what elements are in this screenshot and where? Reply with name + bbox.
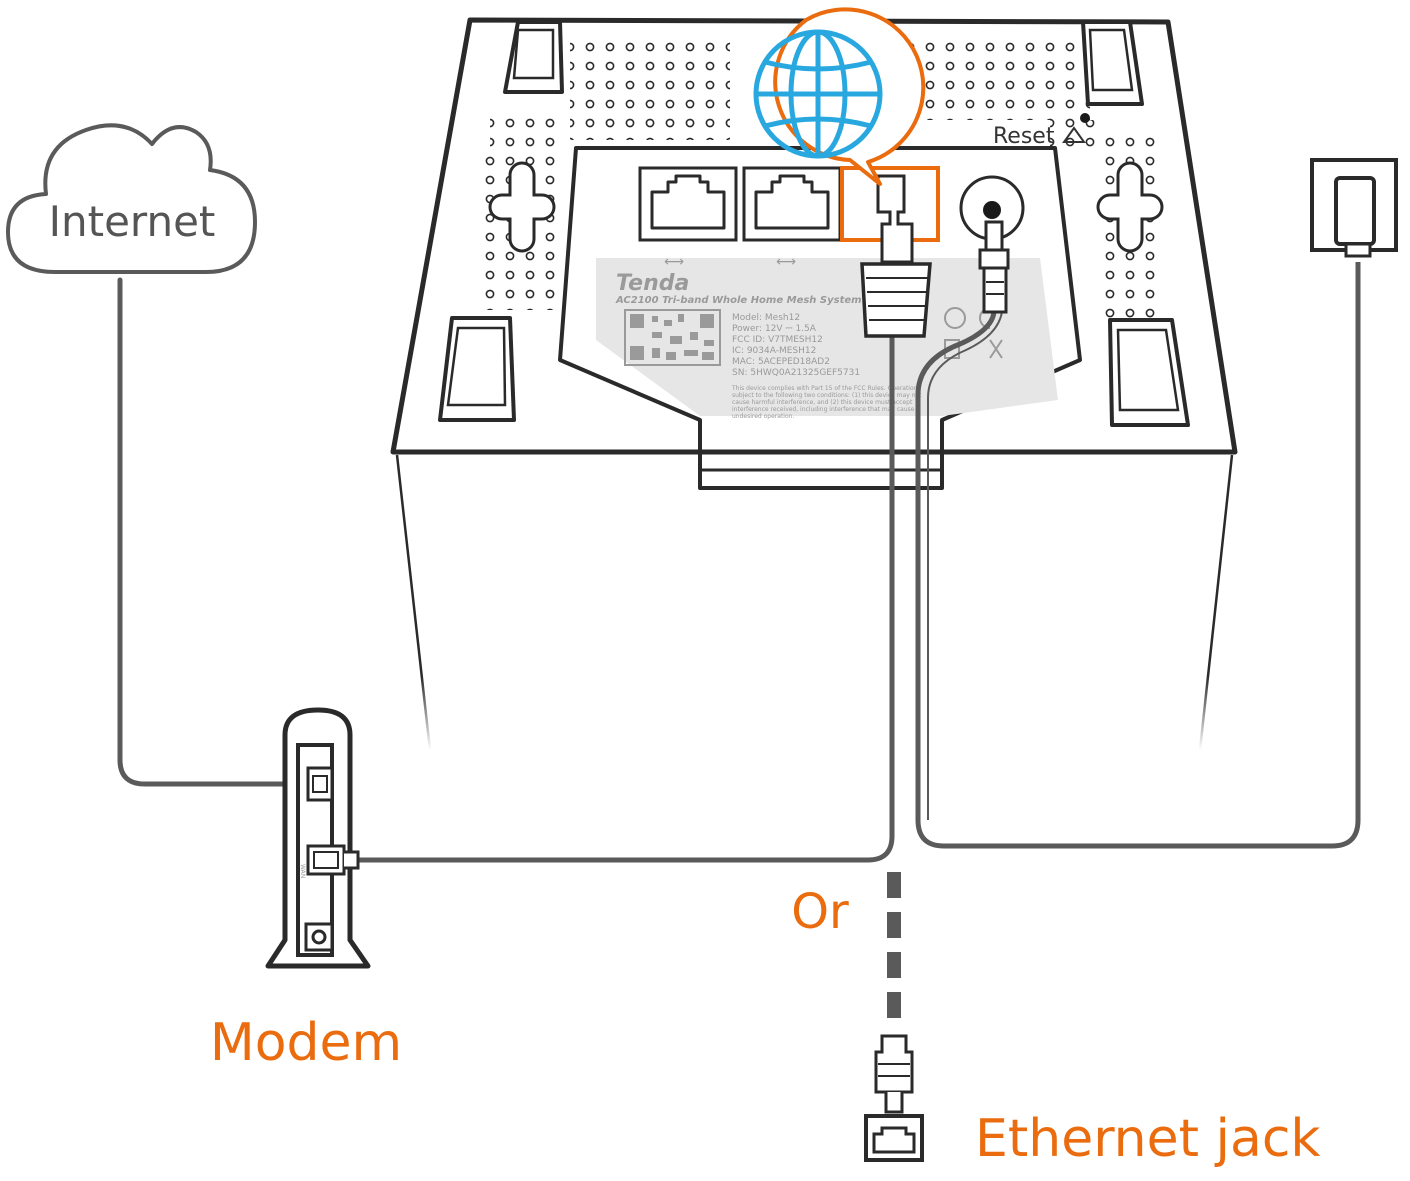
ethernet-jack-icon [864, 1034, 924, 1162]
reset-label: Reset [993, 124, 1055, 149]
label-fine-5: undesired operation. [732, 413, 794, 420]
svg-text:⟷: ⟷ [776, 254, 796, 270]
label-line-3: FCC ID: V7TMESH12 [732, 335, 823, 345]
globe-icon [753, 29, 883, 159]
label-fine-1: This device complies with Part 15 of the… [731, 385, 918, 392]
label-line-2: Power: 12V ⎓ 1.5A [732, 324, 817, 334]
ethernet-jack-label: Ethernet jack [975, 1109, 1321, 1169]
label-brand: Tenda [616, 271, 689, 296]
label-fine-2: subject to the following two conditions:… [732, 392, 922, 399]
router-right-edge [1198, 454, 1234, 751]
dc-plug [978, 220, 1010, 314]
cable-internet-to-modem [117, 277, 307, 787]
label-line-6: SN: 5HWQ0A21325GEF5731 [732, 368, 860, 378]
qr-code [624, 309, 721, 366]
cloud-icon [6, 123, 257, 274]
lan-port-1: ⟷ [638, 166, 738, 270]
label-fine-3: cause harmful interference, and (2) this… [732, 399, 913, 406]
svg-text:⟷: ⟷ [664, 254, 684, 270]
label-fine-4: interference received, including interfe… [732, 406, 915, 413]
power-adapter-icon [1310, 158, 1398, 258]
cables [117, 262, 1361, 1020]
product-label [596, 258, 1058, 416]
mount-slot-left [488, 161, 556, 253]
modem-icon: WAN [265, 707, 371, 969]
label-line-4: IC: 9034A-MESH12 [732, 346, 816, 356]
label-product: AC2100 Tri-band Whole Home Mesh System [615, 295, 862, 306]
svg-text:WAN: WAN [299, 864, 306, 878]
internet-cloud: Internet [6, 123, 257, 274]
reset-pinhole [1080, 113, 1090, 123]
or-label: Or [791, 884, 849, 940]
vent-holes [480, 40, 1160, 320]
cable-modem-to-router [358, 334, 895, 863]
mount-slot-right [1096, 161, 1164, 253]
cable-power [915, 262, 1361, 849]
internet-label: Internet [49, 197, 216, 246]
label-line-1: Model: Mesh12 [732, 313, 800, 323]
port-recess [558, 146, 1082, 490]
globe-callout [753, 7, 926, 186]
modem-label: Modem [210, 1013, 402, 1073]
rubber-feet [438, 20, 1190, 427]
router: Tenda AC2100 Tri-band Whole Home Mesh Sy… [390, 17, 1238, 751]
label-line-5: MAC: 5ACEPED18AD2 [732, 357, 830, 367]
reset-triangle-icon [1062, 126, 1086, 143]
rj45-plug-router [860, 174, 932, 338]
router-left-edge [395, 454, 432, 751]
